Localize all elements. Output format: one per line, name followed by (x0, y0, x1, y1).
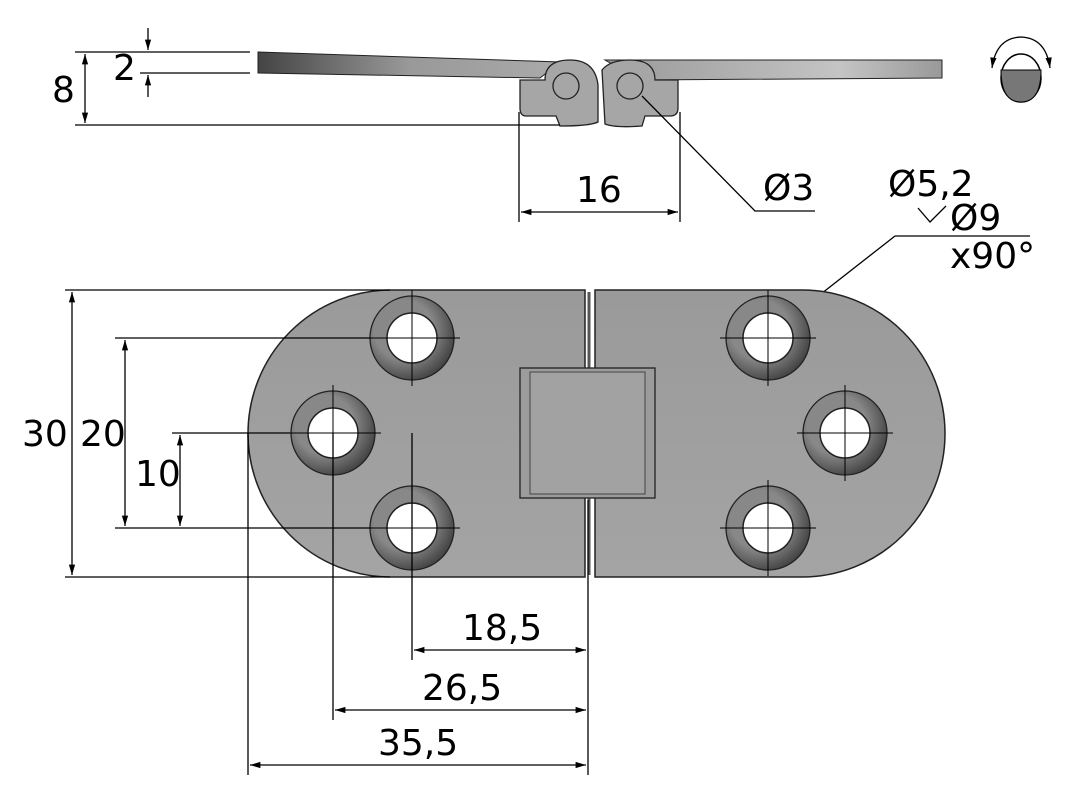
pin-circle-right (616, 72, 644, 100)
dim-18-5: 18,5 (462, 608, 542, 649)
dim-26-5: 26,5 (422, 668, 502, 709)
pin-circle-left (552, 72, 580, 100)
countersunk-hole (720, 480, 816, 576)
dim-hole-offset: 10 (135, 454, 181, 495)
right-leaf-side (603, 59, 943, 81)
side-view: 8 2 16 Ø3 (52, 28, 943, 222)
countersunk-hole (720, 290, 816, 386)
right-leaf (594, 289, 946, 578)
rotate-view-icon[interactable] (990, 36, 1052, 103)
dim-height: 8 (52, 70, 75, 111)
hole-callout: Ø5,2 Ø9 x90° (802, 164, 1035, 309)
dim-35-5: 35,5 (378, 723, 458, 764)
countersunk-hole (364, 290, 460, 386)
dim-pin-diameter: Ø3 (763, 168, 814, 209)
callout-line1: Ø5,2 (888, 164, 974, 205)
countersunk-hole (797, 385, 893, 481)
left-leaf-side (257, 51, 562, 79)
callout-line2: Ø9 (950, 198, 1001, 239)
dim-thickness: 2 (113, 48, 136, 89)
dim-hole-span: 20 (80, 414, 126, 455)
dim-total-height: 30 (22, 414, 68, 455)
top-view: 30 20 10 18,5 26,5 35,5 (22, 289, 946, 775)
callout-line3: x90° (950, 236, 1035, 277)
dim-knuckle-width: 16 (576, 170, 622, 211)
